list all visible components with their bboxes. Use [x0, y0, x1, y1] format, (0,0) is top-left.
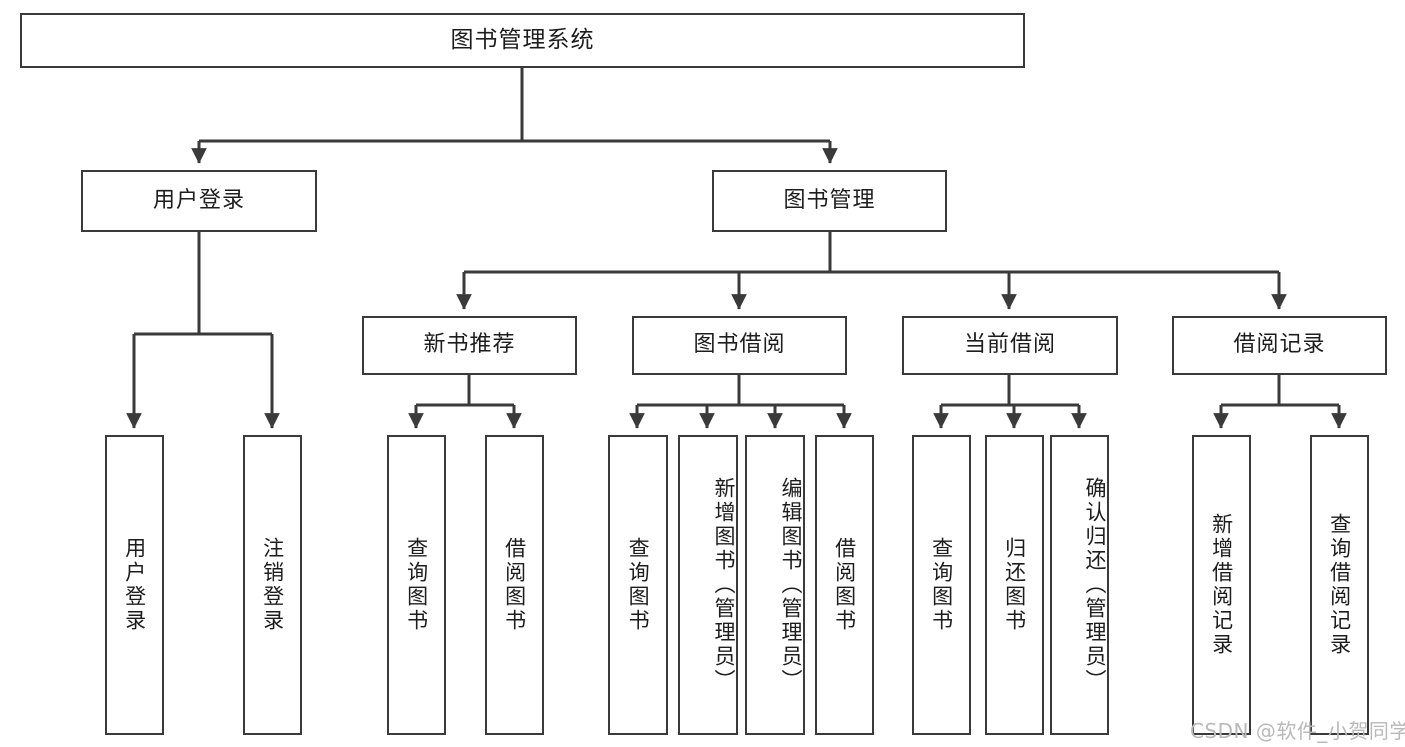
node-leaf-return-book[interactable]: 归还图书 [985, 435, 1044, 735]
csdn-watermark: CSDN @软件_小贺同学 [1190, 719, 1405, 743]
node-leaf-edit-book-admin[interactable]: 编辑图书（管理员） [745, 435, 805, 735]
node-current-borrow[interactable]: 当前借阅 [902, 316, 1118, 375]
node-leaf-logout[interactable]: 注销登录 [243, 435, 302, 735]
node-book-manage-label: 图书管理 [783, 187, 876, 213]
node-borrow-record[interactable]: 借阅记录 [1172, 316, 1387, 375]
node-leaf-add-borrow-record[interactable]: 新增借阅记录 [1192, 435, 1251, 735]
node-leaf-query-book-3-label: 查询图书 [929, 537, 954, 633]
node-root-label: 图书管理系统 [450, 26, 595, 53]
node-root[interactable]: 图书管理系统 [20, 13, 1025, 68]
node-leaf-query-book-1-label: 查询图书 [404, 537, 429, 633]
node-user-login[interactable]: 用户登录 [81, 170, 317, 232]
node-leaf-query-book-1[interactable]: 查询图书 [387, 435, 446, 735]
node-leaf-add-book-admin-label: 新增图书（管理员） [712, 477, 736, 693]
node-leaf-confirm-return-admin[interactable]: 确认归还（管理员） [1050, 435, 1109, 735]
node-current-borrow-label: 当前借阅 [963, 332, 1056, 358]
node-borrow-record-label: 借阅记录 [1233, 332, 1326, 358]
node-leaf-borrow-book-1[interactable]: 借阅图书 [485, 435, 544, 735]
node-user-login-label: 用户登录 [152, 187, 245, 213]
node-book-borrow-label: 图书借阅 [693, 332, 786, 358]
node-leaf-query-borrow-record-label: 查询借阅记录 [1327, 513, 1352, 657]
node-leaf-user-login-label: 用户登录 [122, 537, 147, 633]
node-leaf-query-book-3[interactable]: 查询图书 [912, 435, 971, 735]
node-new-book-rec[interactable]: 新书推荐 [362, 316, 577, 375]
node-leaf-borrow-book-1-label: 借阅图书 [502, 537, 527, 633]
node-leaf-logout-label: 注销登录 [260, 537, 285, 633]
node-new-book-rec-label: 新书推荐 [423, 332, 516, 358]
node-book-borrow[interactable]: 图书借阅 [632, 316, 847, 375]
node-leaf-user-login[interactable]: 用户登录 [105, 435, 164, 735]
node-leaf-return-book-label: 归还图书 [1002, 537, 1027, 633]
node-leaf-query-book-2-label: 查询图书 [626, 537, 651, 633]
node-leaf-edit-book-admin-label: 编辑图书（管理员） [779, 477, 803, 693]
node-leaf-confirm-return-admin-label: 确认归还（管理员） [1083, 477, 1107, 693]
node-leaf-add-book-admin[interactable]: 新增图书（管理员） [678, 435, 738, 735]
node-leaf-borrow-book-2[interactable]: 借阅图书 [815, 435, 874, 735]
node-leaf-query-borrow-record[interactable]: 查询借阅记录 [1310, 435, 1369, 735]
node-book-manage[interactable]: 图书管理 [712, 170, 947, 232]
node-leaf-query-book-2[interactable]: 查询图书 [608, 435, 668, 735]
node-leaf-add-borrow-record-label: 新增借阅记录 [1209, 513, 1234, 657]
node-leaf-borrow-book-2-label: 借阅图书 [832, 537, 857, 633]
